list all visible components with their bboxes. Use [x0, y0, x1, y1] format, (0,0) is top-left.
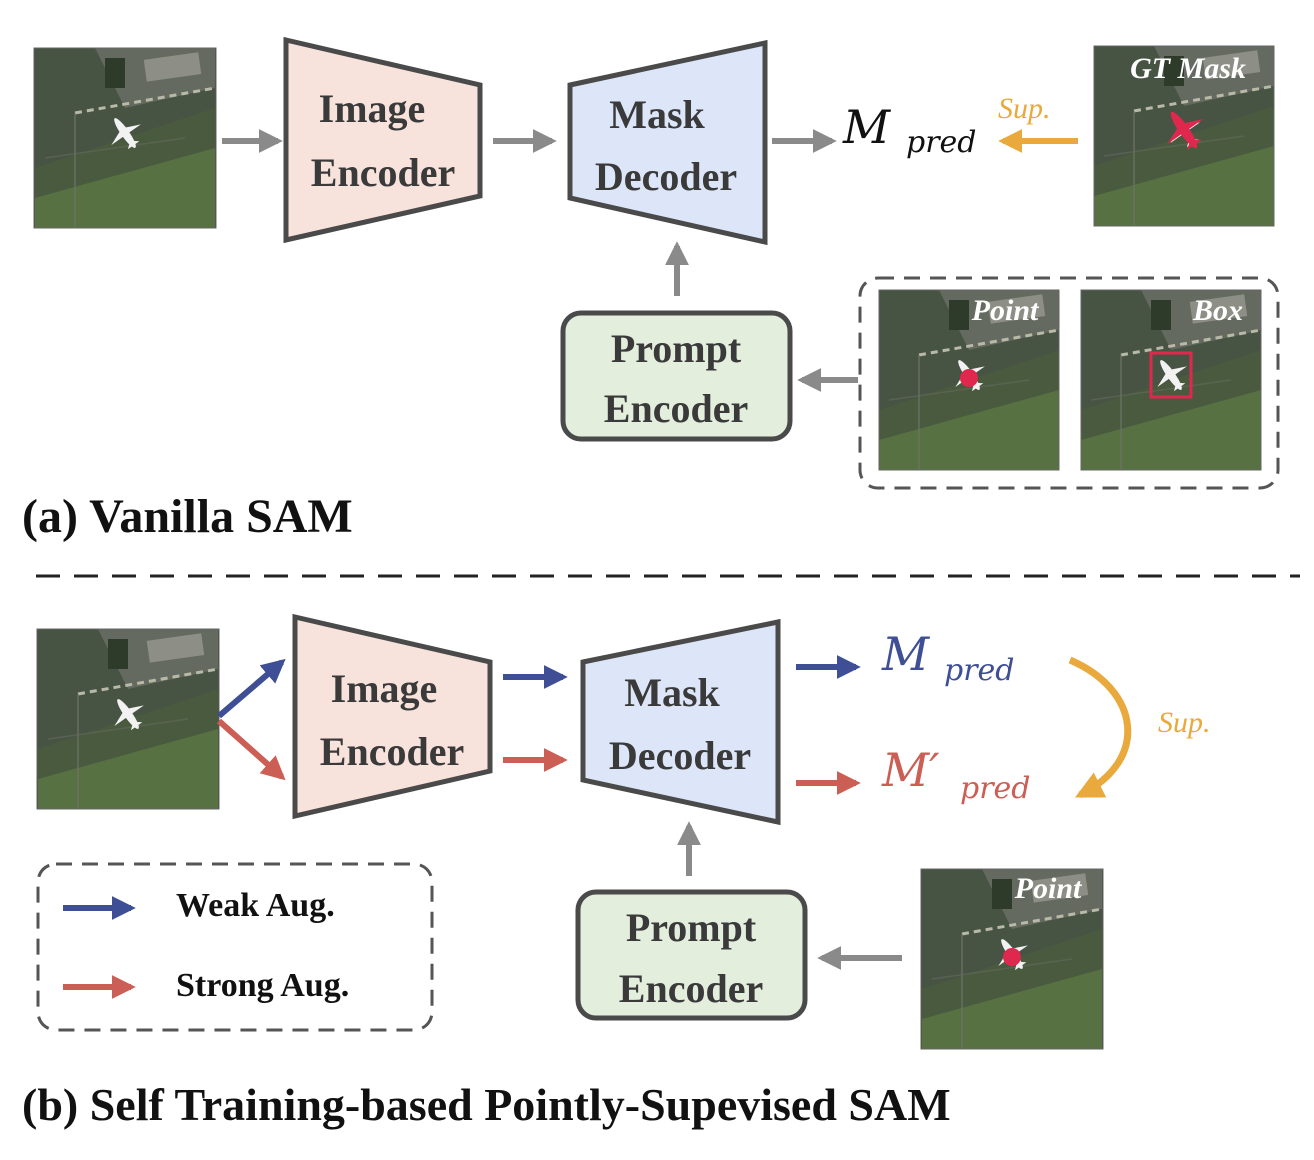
prompt-encoder-b-line1: Prompt	[626, 905, 757, 950]
output-m-pred-a: M pred	[842, 100, 977, 160]
point-marker-b	[1003, 948, 1021, 966]
legend-weak-label: Weak Aug.	[176, 887, 335, 924]
output-strong-base: M′	[881, 743, 940, 797]
mask-decoder-b-line2: Decoder	[609, 733, 751, 778]
prompt-encoder-block-a	[560, 310, 793, 442]
mask-decoder-block-a	[567, 39, 768, 246]
legend-strong-label: Strong Aug.	[176, 967, 349, 1004]
weak-arrow-img-to-encoder	[217, 658, 286, 719]
image-encoder-b-line1: Image	[331, 666, 438, 711]
output-a-base: M	[842, 100, 892, 154]
mask-decoder-block-b	[580, 618, 781, 826]
image-encoder-block-a	[283, 36, 483, 244]
strong-arrow-img-to-encoder	[217, 718, 286, 781]
prompt-encoder-b-line2: Encoder	[619, 966, 763, 1011]
point-label-a: Point	[971, 294, 1040, 327]
mask-decoder-b-line1: Mask	[624, 670, 720, 715]
section-a-title: (a) Vanilla SAM	[22, 490, 353, 543]
box-prompt-image-a: Box	[1080, 289, 1262, 471]
gt-mask-image: GT Mask	[1093, 45, 1275, 227]
point-label-b: Point	[1014, 872, 1083, 905]
prompt-encoder-a-line1: Prompt	[611, 326, 742, 371]
output-m-pred-strong: M′ pred	[881, 743, 1031, 806]
image-encoder-a-line1: Image	[319, 86, 426, 131]
box-label-a: Box	[1192, 294, 1243, 327]
gt-mask-label: GT Mask	[1130, 52, 1246, 85]
legend-box: Weak Aug. Strong Aug.	[36, 862, 434, 1032]
section-a: Image Encoder Mask Decoder M pred Sup. G…	[22, 36, 1280, 543]
image-encoder-a-line2: Encoder	[311, 150, 455, 195]
prompt-encoder-block-b	[575, 889, 808, 1021]
point-marker-a	[960, 369, 978, 387]
section-b: Image Encoder Mask Decoder M pred M′ pre…	[22, 613, 1211, 1130]
input-image-b	[36, 628, 220, 810]
section-b-title: (b) Self Training-based Pointly-Supevise…	[22, 1079, 951, 1130]
mask-decoder-a-line2: Decoder	[595, 154, 737, 199]
point-prompt-image-a: Point	[878, 289, 1060, 471]
output-strong-sub: pred	[960, 771, 1031, 806]
point-prompt-image-b: Point	[920, 868, 1104, 1050]
output-weak-sub: pred	[944, 653, 1015, 688]
output-m-pred-weak: M pred	[881, 627, 1015, 688]
prompt-encoder-a-line2: Encoder	[604, 386, 748, 431]
input-image-a	[33, 47, 217, 229]
output-a-sub: pred	[906, 125, 977, 160]
sup-label-b: Sup.	[1158, 706, 1211, 739]
image-encoder-b-line2: Encoder	[320, 729, 464, 774]
prompts-container-a	[858, 276, 1280, 490]
output-weak-base: M	[881, 627, 931, 681]
box-marker-a	[1149, 351, 1193, 399]
image-encoder-block-b	[292, 613, 493, 820]
sup-label-a: Sup.	[998, 92, 1051, 125]
mask-decoder-a-line1: Mask	[609, 92, 705, 137]
sup-curved-arrow-b	[1068, 656, 1132, 799]
